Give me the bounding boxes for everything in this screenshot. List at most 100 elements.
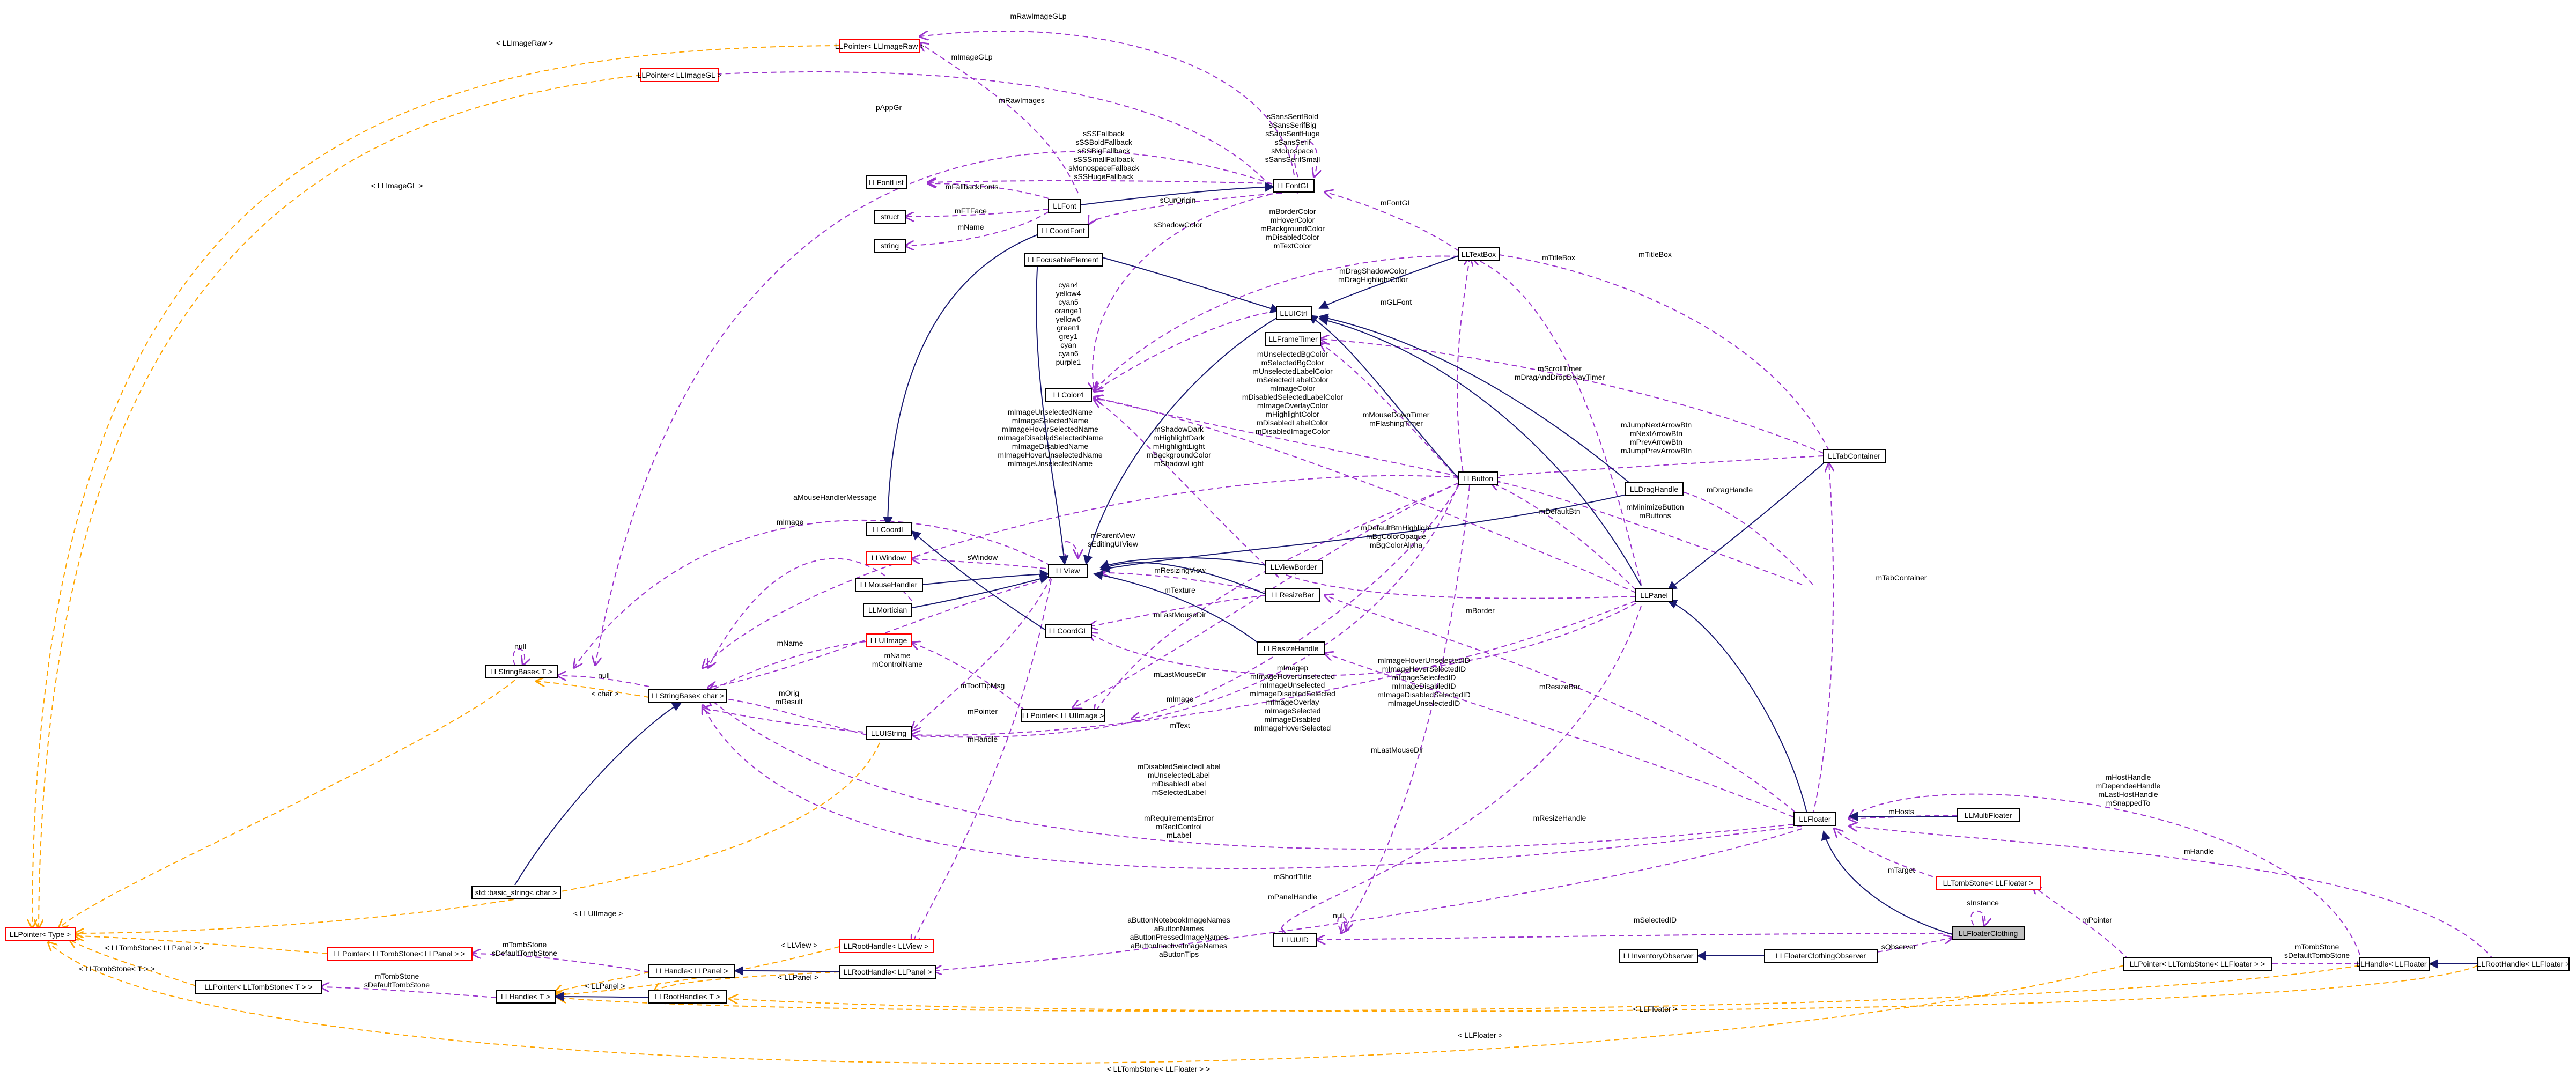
label-mshorttitle: mShortTitle: [1273, 872, 1311, 881]
class-node-llroothandle-llfloater[interactable]: LLRootHandle< LLFloater >: [2477, 957, 2570, 971]
edge-mpanelhandle: [933, 828, 1803, 971]
label-pappgr: pAppGr: [876, 103, 902, 112]
class-node-llpointer-tombstone-llpanel[interactable]: LLPointer< LLTombStone< LLPanel > >: [327, 947, 473, 961]
class-node-llpointer-llimageraw[interactable]: LLPointer< LLImageRaw >: [835, 39, 925, 53]
class-node-llmultifloater[interactable]: LLMultiFloater: [1957, 808, 2020, 822]
svg-text:mBackgroundColor: mBackgroundColor: [1260, 224, 1325, 233]
class-node-llpanel[interactable]: LLPanel: [1635, 588, 1673, 602]
edge-mminimize: [1491, 480, 1803, 585]
class-node-llpointer-type[interactable]: LLPointer< Type >: [5, 927, 76, 941]
class-node-string[interactable]: string: [874, 239, 906, 253]
class-node-llcoordgl[interactable]: LLCoordGL: [1045, 624, 1092, 638]
class-node-llfocusableelement[interactable]: LLFocusableElement: [1024, 253, 1103, 267]
label-mminimize: mMinimizeButton mButtons: [1626, 503, 1684, 520]
class-node-lluiimage[interactable]: LLUIImage: [866, 633, 912, 647]
class-node-lltombstone-llfloater[interactable]: LLTombStone< LLFloater >: [1936, 876, 2041, 890]
class-node-llviewborder[interactable]: LLViewBorder: [1265, 560, 1323, 574]
label-btns: aButtonNotebookImageNames aButtonNames a…: [1127, 916, 1230, 958]
class-node-llhandle-llfloater[interactable]: LLHandle< LLFloater >: [2356, 957, 2433, 971]
svg-text:mPrevArrowBtn: mPrevArrowBtn: [1630, 438, 1682, 446]
class-node-lluuid[interactable]: LLUUID: [1273, 933, 1317, 947]
class-node-llcolor4[interactable]: LLColor4: [1045, 388, 1092, 402]
class-node-llframetimer[interactable]: LLFrameTimer: [1265, 332, 1321, 346]
class-node-lldraghandle[interactable]: LLDragHandle: [1625, 482, 1684, 496]
edge-mftface: [905, 209, 1049, 217]
label-minstance: sInstance: [1967, 898, 1999, 907]
edge-mimagegl: [692, 72, 1277, 194]
edge-uictrl-panel: [1318, 316, 1642, 586]
edge-sshadowcolor: [1093, 194, 1272, 390]
class-node-llroothandle-llpanel[interactable]: LLRootHandle< LLPanel >: [839, 965, 936, 979]
class-label: LLViewBorder: [1271, 563, 1317, 571]
class-node-llstringbase-char[interactable]: LLStringBase< char >: [648, 689, 727, 703]
class-node-llcoordfont[interactable]: LLCoordFont: [1037, 224, 1089, 238]
edge-images-ctrl: [1132, 485, 1459, 719]
edge-pappgr: [595, 151, 1298, 665]
class-node-llmousehandler[interactable]: LLMouseHandler: [855, 578, 923, 592]
class-node-llfloaterclothingobserver[interactable]: LLFloaterClothingObserver: [1764, 949, 1878, 963]
label-mhandle2: mHandle: [2184, 847, 2214, 855]
label-mimagegl: mImageGLp: [951, 53, 992, 61]
class-node-llcoordl[interactable]: LLCoordL: [866, 522, 912, 536]
label-mresizingview: mResizingView: [1154, 566, 1206, 574]
class-node-llfloaterclothing[interactable]: LLFloaterClothing: [1952, 926, 2025, 940]
class-node-llhandle-llpanel[interactable]: LLHandle< LLPanel >: [648, 964, 735, 978]
svg-text:green1: green1: [1057, 323, 1080, 332]
edge-resizebar-view: [1099, 562, 1269, 596]
edge-tabcontainer-panel: [1667, 463, 1824, 591]
svg-text:mImageDisabledName: mImageDisabledName: [1012, 442, 1089, 451]
class-node-llfontgl[interactable]: LLFontGL: [1273, 179, 1315, 193]
class-node-llview[interactable]: LLView: [1048, 564, 1088, 578]
svg-text:sSansSerifHuge: sSansSerifHuge: [1265, 129, 1319, 138]
class-node-llfloater[interactable]: LLFloater: [1793, 812, 1836, 826]
class-node-llresizebar[interactable]: LLResizeBar: [1265, 588, 1320, 602]
class-node-llpointer-llimagegl[interactable]: LLPointer< LLImageGL >: [638, 68, 722, 82]
class-node-llfont[interactable]: LLFont: [1048, 199, 1081, 213]
class-label: LLTabContainer: [1828, 452, 1880, 460]
svg-text:aButtonInactiveImageNames: aButtonInactiveImageNames: [1131, 941, 1227, 950]
svg-text:mImageOverlayColor: mImageOverlayColor: [1257, 401, 1328, 410]
class-node-llresizehandle[interactable]: LLResizeHandle: [1257, 641, 1325, 655]
class-node-llroothandle-t[interactable]: LLRootHandle< T >: [648, 990, 727, 1004]
label-llview-lbl: < LLView >: [781, 941, 818, 949]
class-node-llfontlist[interactable]: LLFontList: [866, 175, 907, 189]
label-mlastmousedir2: mLastMouseDir: [1154, 670, 1206, 678]
class-node-lluictrl[interactable]: LLUICtrl: [1276, 306, 1312, 320]
class-node-struct[interactable]: struct: [874, 210, 906, 224]
label-mtitlebox: mTitleBox: [1542, 253, 1575, 262]
class-node-llbutton[interactable]: LLButton: [1458, 471, 1498, 485]
edges: [32, 31, 2494, 1064]
class-node-llpointer-tombstone-t[interactable]: LLPointer< LLTombStone< T > >: [195, 980, 322, 994]
label-mftface: mFTFace: [955, 206, 987, 215]
label-mreq: mRequirementsError mRectControl mLabel: [1144, 814, 1214, 839]
class-node-llhandle-t[interactable]: LLHandle< T >: [496, 990, 556, 1004]
label-tombstone-llfloater: < LLTombStone< LLFloater > >: [1107, 1065, 1211, 1073]
class-node-lltextbox[interactable]: LLTextBox: [1458, 247, 1500, 261]
svg-text:mUnselectedLabel: mUnselectedLabel: [1148, 771, 1210, 779]
svg-text:aButtonPressedImageNames: aButtonPressedImageNames: [1130, 933, 1228, 941]
class-node-lltabcontainer[interactable]: LLTabContainer: [1823, 449, 1886, 463]
svg-text:sSSBigFallback: sSSBigFallback: [1077, 146, 1131, 155]
class-node-llpointer-tombstone-llfloater[interactable]: LLPointer< LLTombStone< LLFloater > >: [2123, 957, 2272, 971]
edge-mhandle2: [1849, 826, 2494, 961]
label-mresizebar: mResizeBar: [1539, 682, 1581, 691]
class-node-lluistring[interactable]: LLUIString: [866, 726, 912, 740]
label-mlastmousedir4: mLastMouseDir: [1371, 746, 1423, 754]
class-node-llinventoryobserver[interactable]: LLInventoryObserver: [1619, 949, 1698, 963]
label-amousehandlermessage: aMouseHandlerMessage: [793, 493, 877, 501]
class-node-llpointer-lluiimage[interactable]: LLPointer< LLUIImage >: [1021, 709, 1105, 722]
class-node-llwindow[interactable]: LLWindow: [866, 551, 912, 565]
class-node-std-basic-string[interactable]: std::basic_string< char >: [471, 886, 561, 899]
svg-text:mTombStone: mTombStone: [2295, 942, 2339, 951]
svg-text:sMonospace: sMonospace: [1271, 146, 1314, 155]
class-label: LLFontGL: [1277, 181, 1310, 190]
svg-text:mDisabledSelectedLabelColor: mDisabledSelectedLabelColor: [1242, 393, 1344, 401]
edge-uictrl-textbox: [1318, 254, 1462, 309]
svg-text:mLastHostHandle: mLastHostHandle: [2098, 790, 2158, 799]
svg-text:sMonospaceFallback: sMonospaceFallback: [1068, 164, 1140, 172]
class-node-llstringbase-t[interactable]: LLStringBase< T >: [485, 665, 558, 678]
class-node-llroothandle-llview[interactable]: LLRootHandle< LLView >: [839, 939, 934, 953]
edge-mtexture: [1094, 482, 1459, 713]
class-node-llmortician[interactable]: LLMortician: [863, 603, 912, 617]
class-label: LLFocusableElement: [1028, 255, 1098, 264]
